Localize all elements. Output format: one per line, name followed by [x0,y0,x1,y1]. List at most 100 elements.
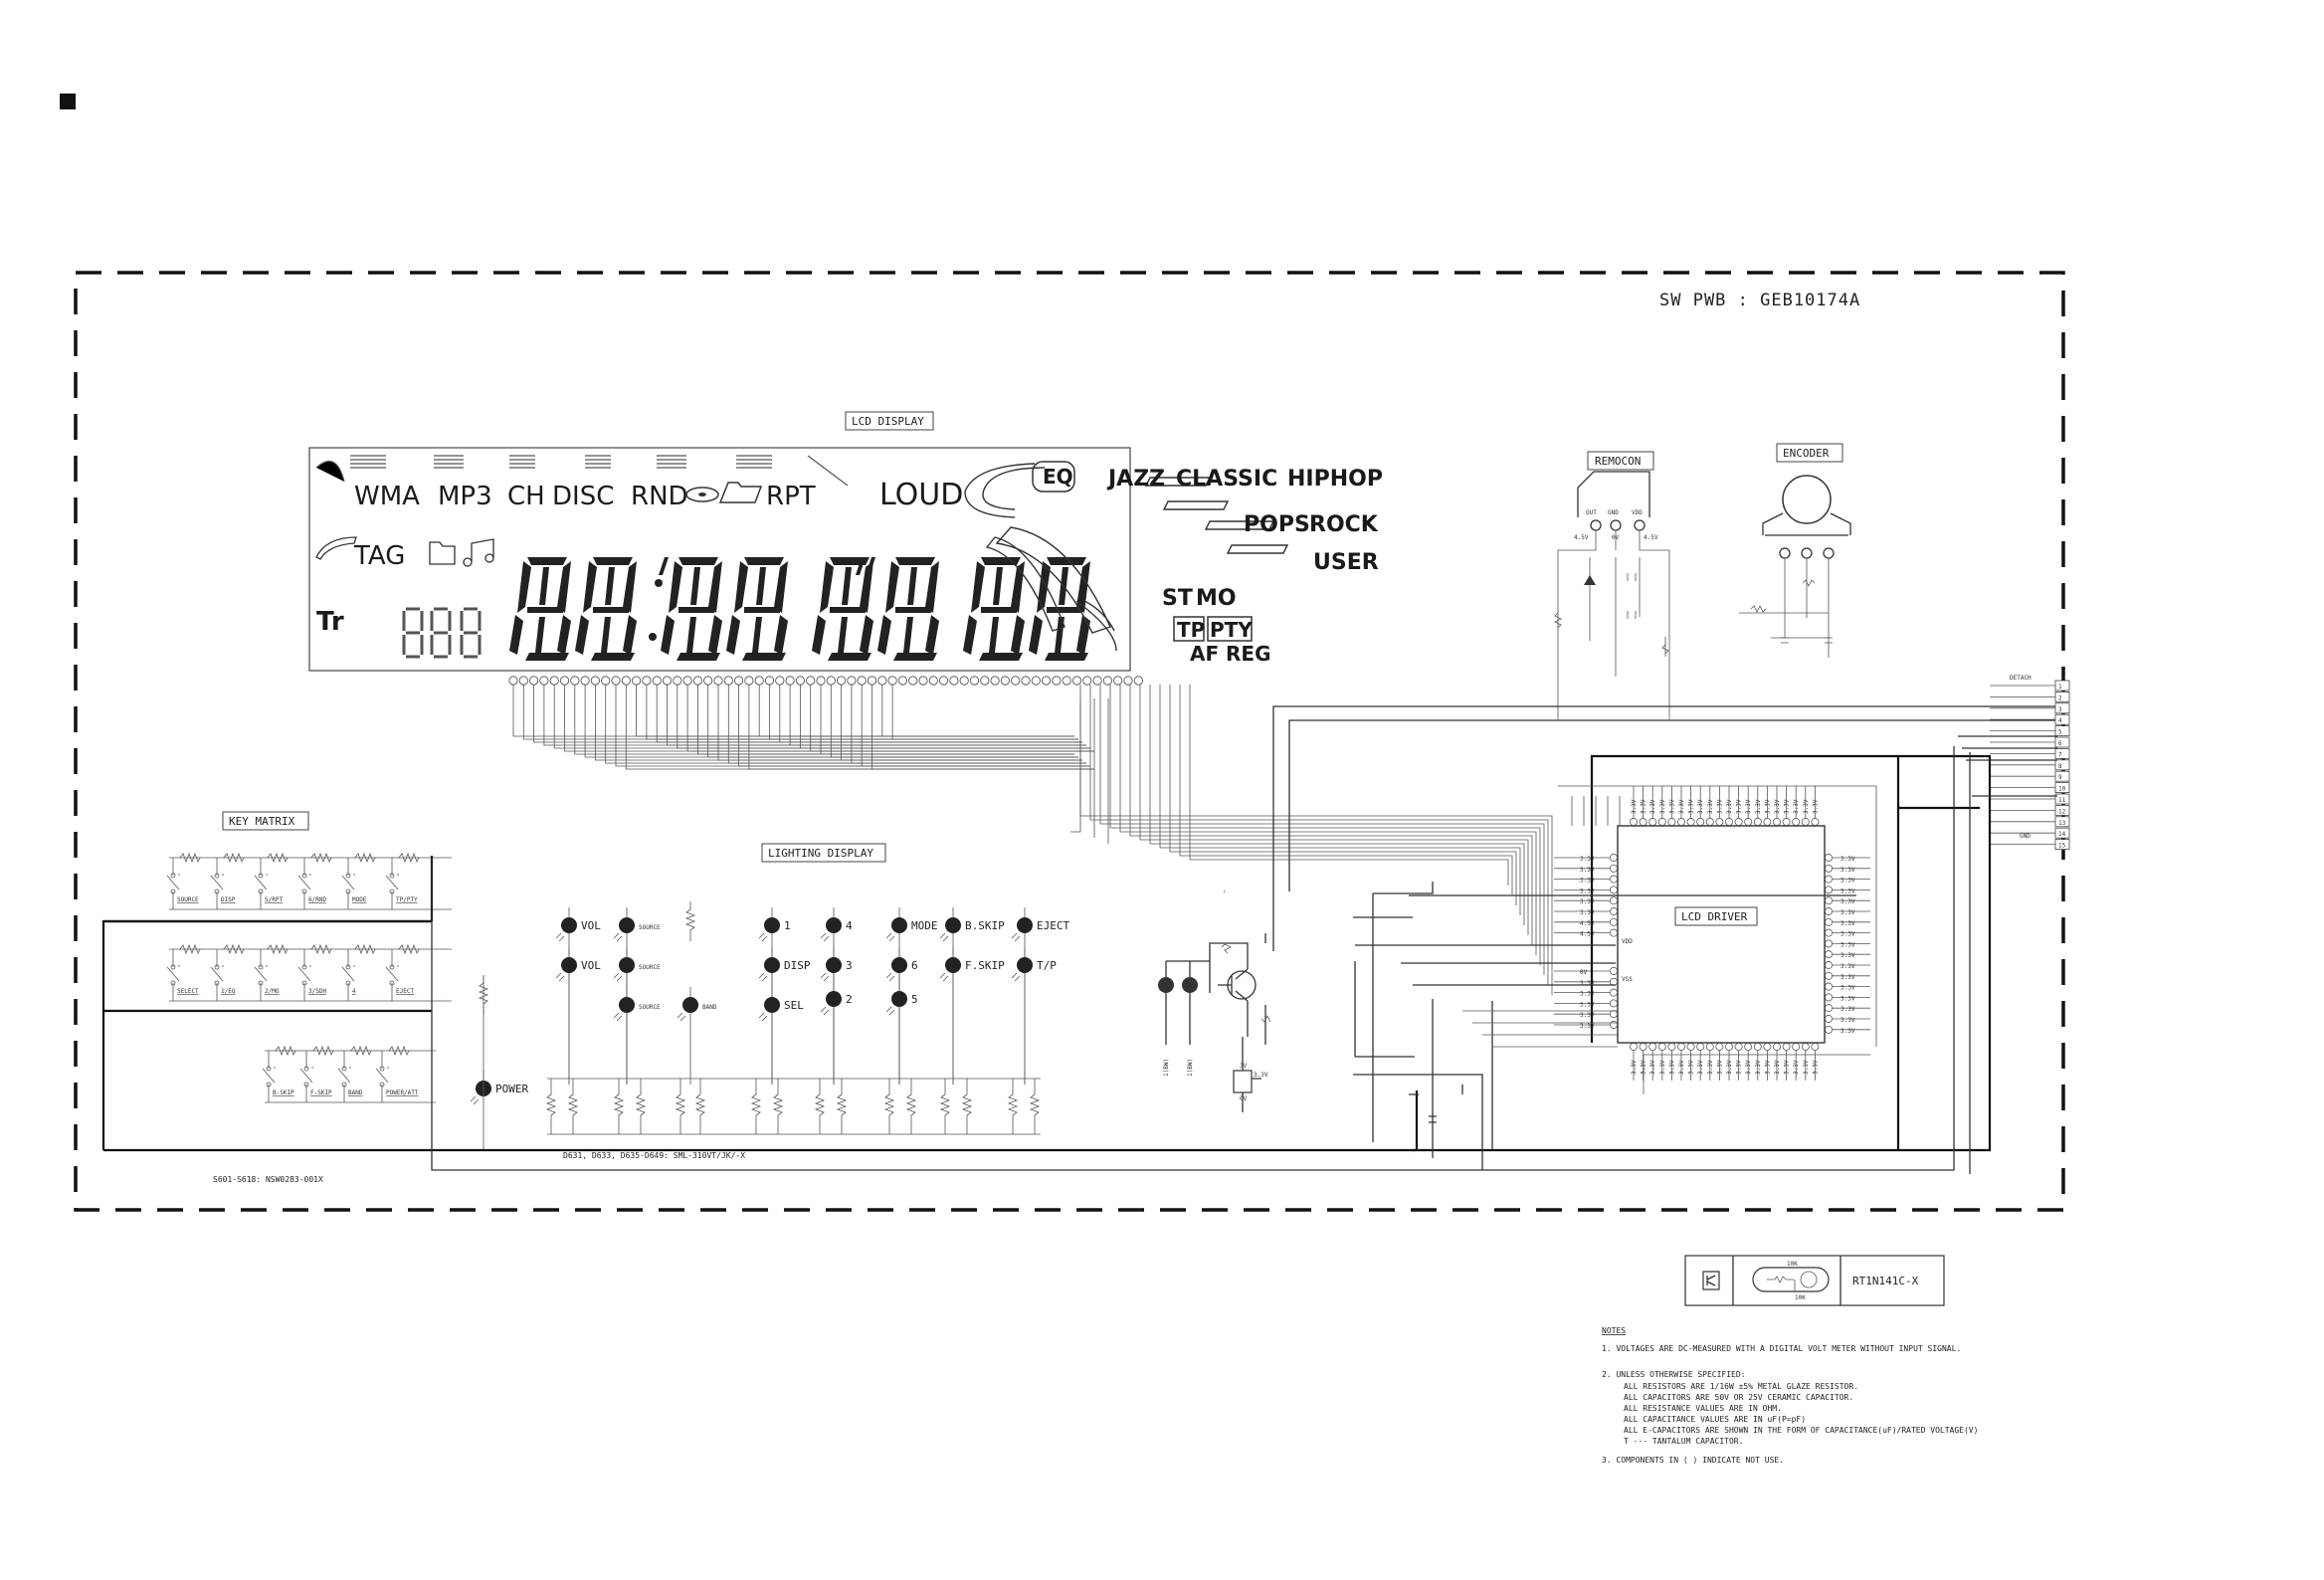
driver-pin-right [1825,917,1833,926]
folder-icon [718,482,763,503]
driver-left-voltage: 4.5V [1580,920,1595,927]
lcd-pin [887,676,897,686]
driver-pin-left [1610,999,1618,1008]
key-label-band: BAND [348,1089,363,1096]
led-resistor [1029,1079,1041,1134]
lcd-pin [1062,676,1071,686]
key-label-6rnd: 6/RND [308,896,326,903]
driver-pin-right [1825,1004,1833,1013]
driver-pin-top [1792,818,1801,826]
lcd-mp3: MP3 [438,482,492,511]
driver-pin-left [1610,907,1618,915]
lcd-pin [908,676,918,686]
driver-right-voltage: 3.3V [1840,898,1855,905]
led-label-eject: EJECT [1037,919,1069,932]
key-label-tppty: TP/PTY [396,896,418,903]
led-resistor [883,1079,895,1134]
driver-pin-top [1639,818,1647,826]
lcd-wma: WMA [354,482,420,511]
lcd-ch: CH [507,482,545,511]
note-2c: ALL RESISTANCE VALUES ARE IN OHM. [1624,1404,1782,1413]
legend-symbol-icon [1752,1267,1830,1292]
lcd-pin [1011,676,1021,686]
driver-bottom-voltage: 3.3V [1736,1060,1743,1075]
lcd-pin [1000,676,1011,686]
driver-bottom-voltage: 3.3V [1774,1060,1781,1075]
lcd-pty: PTY [1210,618,1253,642]
driver-top-voltage: 3.3V [1659,799,1666,814]
driver-pin-top [1725,818,1733,826]
driver-left-voltage: 3.3V [1580,980,1595,987]
lcd-rpt: RPT [766,482,816,511]
driver-right-voltage: 3.3V [1840,920,1855,927]
eq-frame [1032,461,1075,493]
led-disp: DISP [758,947,811,1085]
remocon-pin-gnd: GND [1608,509,1619,516]
led-n2: 2 [820,981,853,1085]
connector-pin-number: 7 [2058,751,2062,758]
led-resistor [961,1079,973,1134]
driver-pin-left [1610,854,1618,862]
driver-pin-bottom [1639,1043,1647,1051]
disc-icon [685,487,719,502]
lcd-pin [847,676,857,686]
led-vol2: VOL [555,947,601,1085]
driver-right-voltage: 3.3V [1840,856,1855,863]
lcd-pin [949,676,959,686]
key-switch: EJECT [385,943,420,1001]
lcd-pin [877,676,887,686]
lcd-pin [1133,676,1143,686]
key-switch: POWER/ATT [375,1045,419,1102]
lcd-pin-row [508,676,1553,995]
lcd-digit-7 [963,557,1025,661]
led-label-tp: T/P [1037,959,1057,972]
driver-bottom-voltage: 3.3V [1678,1060,1685,1075]
led-resistor [613,1079,625,1134]
driver-pin-bottom [1801,1043,1810,1051]
led-part-note: D631, D633, D635-D649: SML-310VT/JK/-X [563,1151,745,1160]
led-resistor [567,1079,579,1134]
driver-top-voltage: 3.3V [1736,799,1743,814]
led-resistor [694,1079,706,1134]
driver-right-voltage: 3.3V [1840,941,1855,948]
lcd-pin [673,676,682,686]
driver-right-voltage: 3.3V [1840,1017,1855,1024]
lcd-mo: MO [1196,586,1237,611]
key-label-3sdh: 3/SDH [308,988,326,995]
driver-pin-bottom [1677,1043,1685,1051]
driver-pin-right [1825,928,1833,937]
encoder-section: ENCODER [1739,443,1851,658]
connector-pin-number: 13 [2058,820,2066,827]
driver-bottom-voltage: 3.3V [1755,1060,1762,1075]
connector-pin-number: 11 [2058,797,2066,804]
folder-tag-icon [429,541,456,565]
lcd-reg: REG [1226,642,1270,666]
driver-top-voltage: 3.3V [1649,799,1656,814]
led-label-n1: 1 [784,919,791,932]
led-label-band: BAND [702,1004,717,1011]
led-label-n4: 4 [846,919,853,932]
eq-swoosh-graphic [964,463,1289,652]
driver-pin-right [1825,886,1833,894]
led-source1: SOURCE [613,907,661,1085]
driver-bottom-voltage: 3.3V [1716,1060,1723,1075]
driver-left-voltage: 4.5V [1580,931,1595,938]
lcd-pin [508,676,518,686]
lcd-pin [918,676,928,686]
reg-res2-label: 1(BW) [1187,1059,1194,1077]
lcd-colon-dot [649,633,657,641]
led-label-n6: 6 [911,959,918,972]
driver-bottom-voltage: 3.3V [1764,1060,1771,1075]
driver-pin-right [1825,1025,1833,1034]
led-resistor [675,1079,686,1134]
driver-left-voltage: 3.3V [1580,856,1595,863]
driver-pin-top [1753,818,1762,826]
lcd-pin [959,676,969,686]
connector-pin-number: 12 [2058,808,2066,815]
driver-pin-left [1610,988,1618,997]
lcd-pin [867,676,877,686]
key-switch: S/RPT [254,852,289,909]
key-matrix-title: KEY MATRIX [229,815,295,828]
driver-bottom-voltage: 3.3V [1784,1060,1791,1075]
